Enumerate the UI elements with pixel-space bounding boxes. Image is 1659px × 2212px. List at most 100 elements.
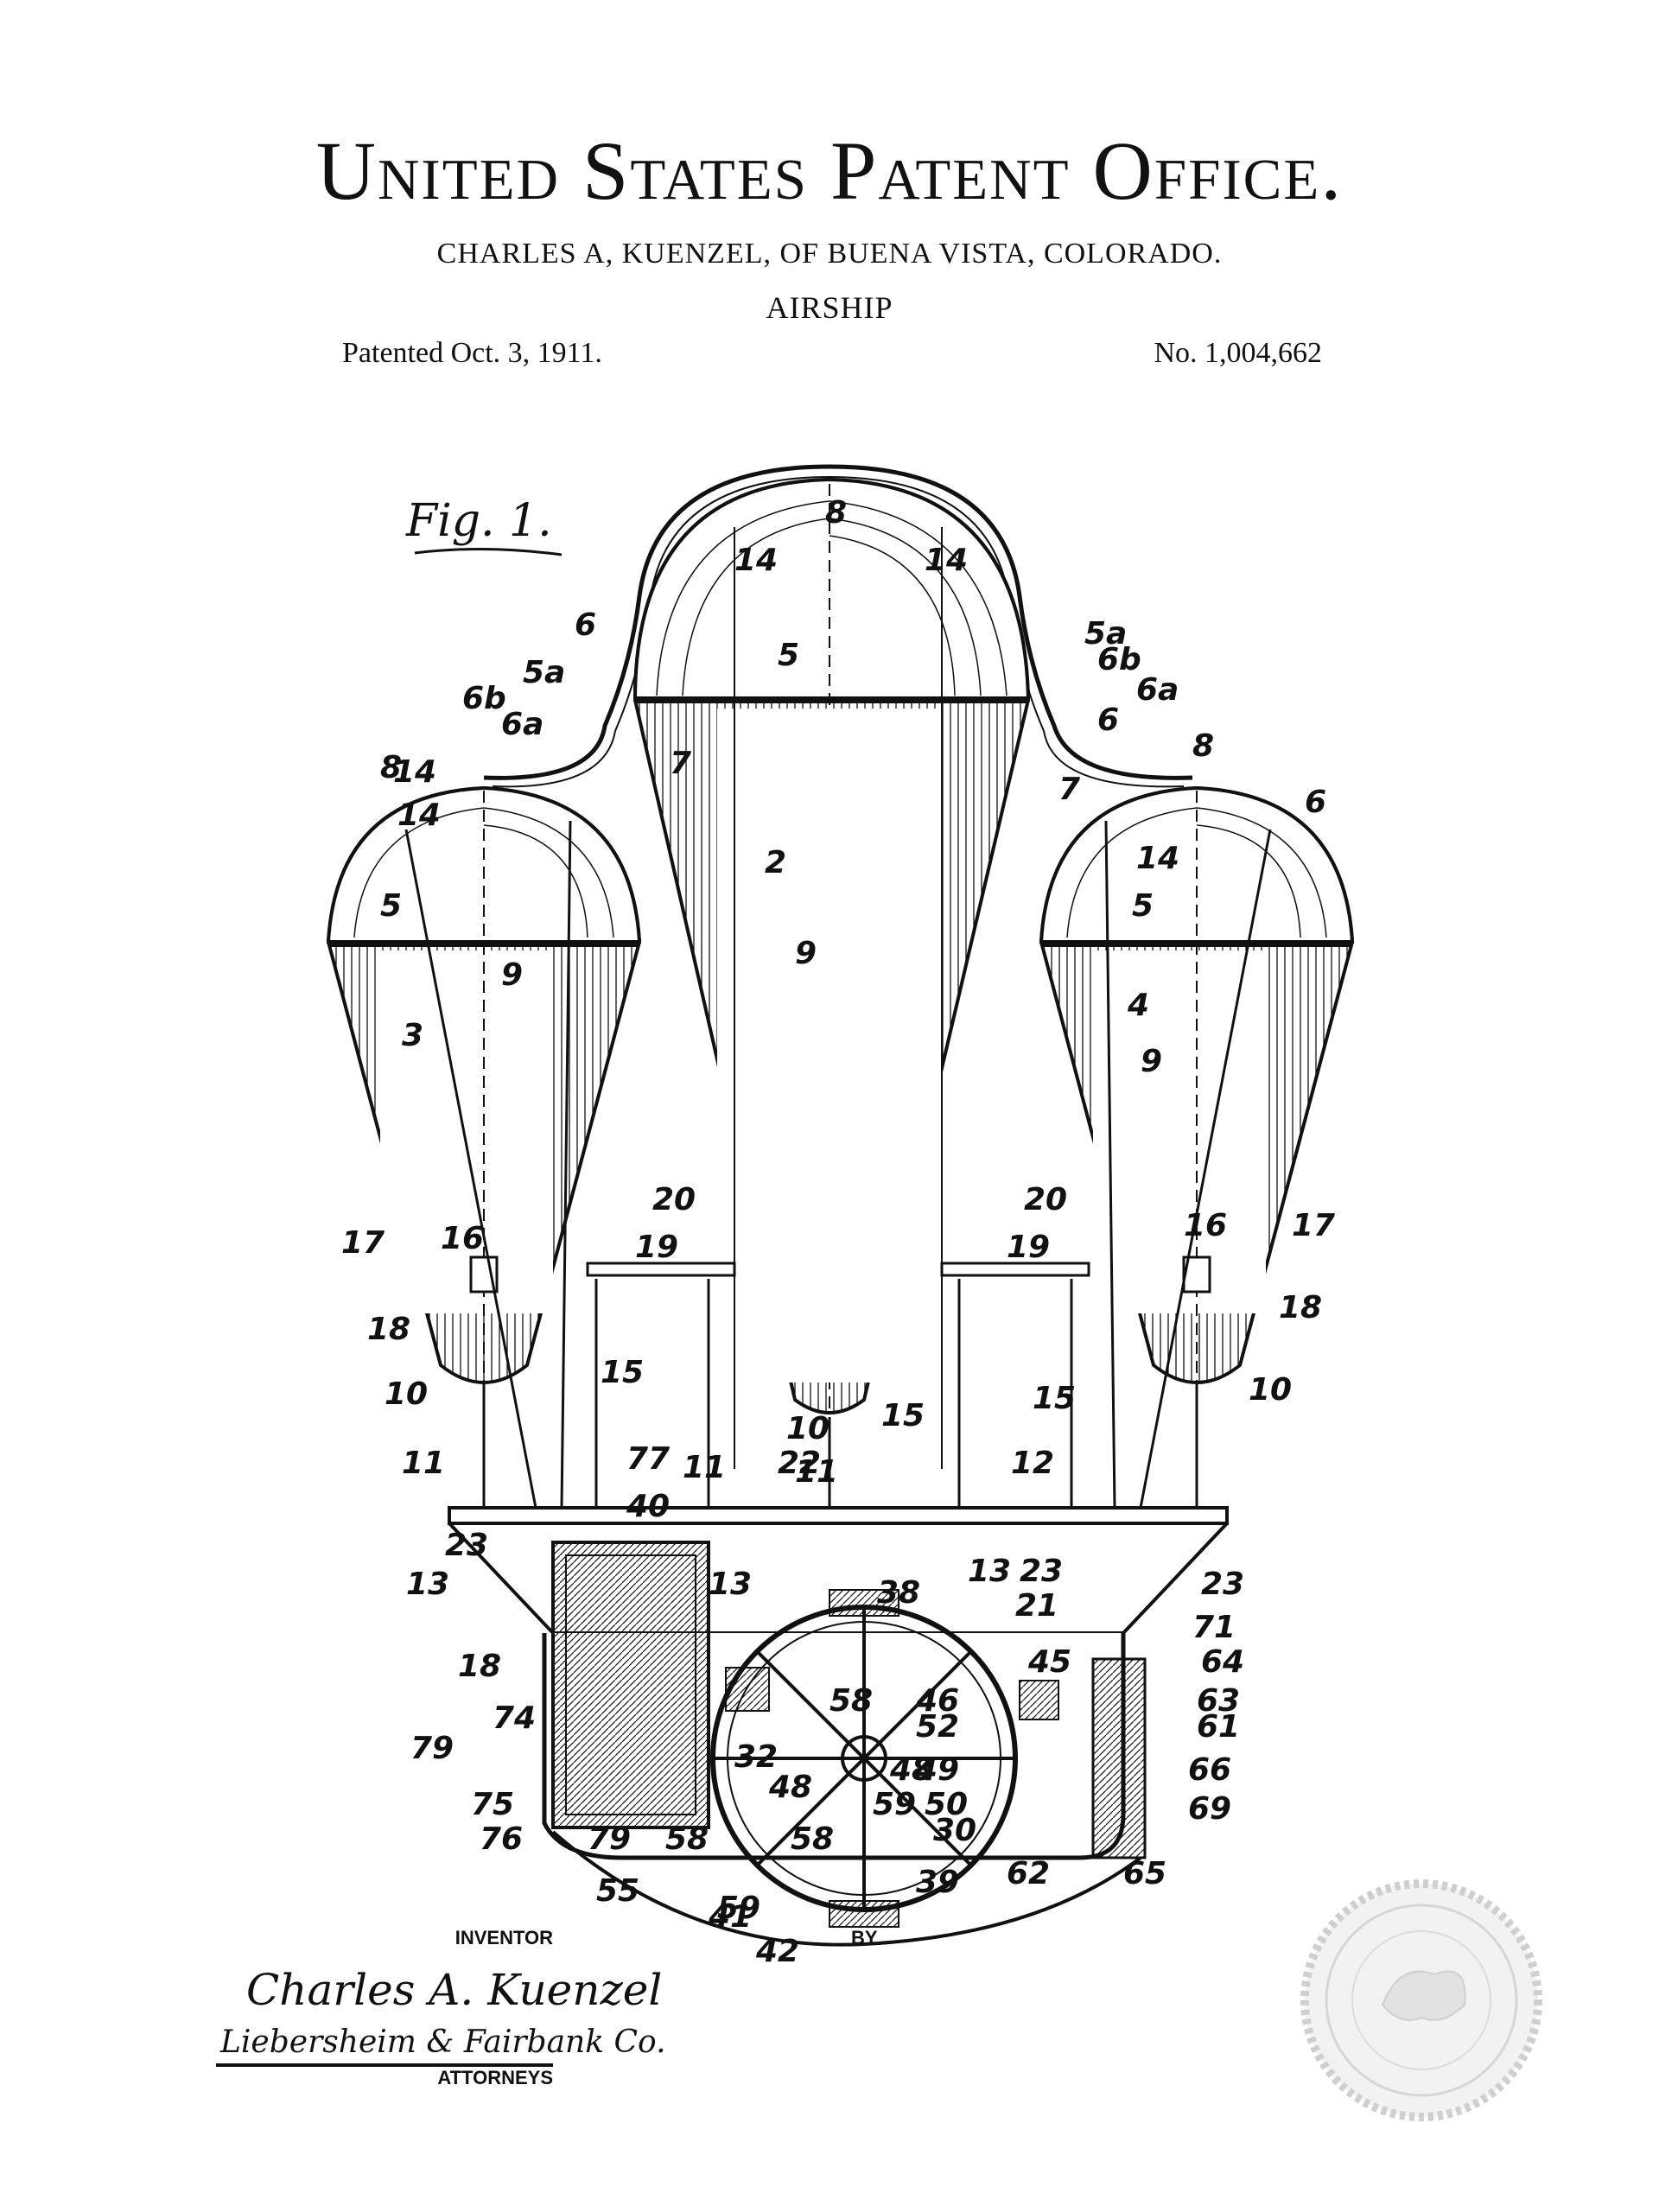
reference-numeral: 23	[1020, 1554, 1063, 1589]
attorneys-label: ATTORNEYS	[437, 2067, 553, 2088]
reference-numeral: 63	[1197, 1683, 1240, 1719]
reference-numeral: 17	[341, 1225, 385, 1261]
reference-numeral: 6b	[1097, 642, 1141, 677]
reference-numeral: 10	[385, 1376, 428, 1412]
reference-numeral: 14	[393, 754, 436, 790]
reference-numeral: 18	[367, 1312, 410, 1347]
reference-numeral: 50	[925, 1787, 968, 1822]
reference-numeral: 19	[635, 1230, 678, 1265]
reference-numeral: 14	[1136, 841, 1179, 876]
reference-numeral: 7	[1058, 772, 1080, 807]
reference-numeral: 8	[1192, 728, 1214, 764]
reference-numeral: 5a	[1084, 616, 1127, 652]
reference-numeral: 52	[916, 1709, 959, 1745]
reference-numeral: 2	[765, 845, 786, 880]
reference-numeral: 9	[795, 936, 817, 971]
reference-numeral: 58	[791, 1821, 834, 1857]
reference-numeral: 39	[916, 1865, 959, 1900]
reference-numeral: 4	[1127, 988, 1149, 1023]
reference-numeral: 40	[626, 1489, 670, 1524]
reference-numeral: 5	[1132, 888, 1154, 924]
reference-numeral: 8	[380, 750, 402, 785]
reference-numeral: 58	[665, 1821, 709, 1857]
reference-numeral: 46	[915, 1683, 959, 1719]
reference-numeral: 11	[402, 1446, 445, 1481]
reference-numeral: 49	[915, 1752, 959, 1788]
reference-numeral: 41	[708, 1899, 752, 1935]
reference-numeral: 5	[778, 638, 799, 673]
reference-numeral: 9	[1141, 1044, 1162, 1079]
reference-numeral: 79	[588, 1821, 631, 1857]
reference-numeral: 11	[795, 1454, 838, 1490]
patent-office-title: United States Patent Office.	[315, 124, 1344, 217]
reference-numeral: 42	[755, 1934, 799, 1969]
reference-numeral: 7	[670, 746, 691, 781]
reference-numeral: 16	[441, 1221, 484, 1256]
reference-numeral: 6b	[462, 681, 506, 716]
reference-numeral: 20	[1024, 1182, 1067, 1217]
reference-numeral: 10	[786, 1411, 830, 1446]
reference-numeral: 48	[889, 1752, 933, 1788]
reference-numeral: 9	[501, 957, 523, 993]
reference-numeral: 23	[445, 1528, 488, 1563]
reference-numeral: 6	[1305, 785, 1326, 820]
reference-numeral: 77	[626, 1441, 670, 1477]
reference-numeral: 10	[1249, 1372, 1292, 1408]
embossed-eagle-seal-icon	[1300, 1879, 1542, 2121]
suspension-rope	[483, 464, 1193, 780]
reference-numeral: 59	[873, 1787, 916, 1822]
reference-numeral: 13	[406, 1567, 449, 1602]
reference-numeral: 14	[397, 798, 441, 833]
reference-numeral: 6a	[501, 707, 543, 742]
patent-subject: AIRSHIP	[766, 290, 893, 325]
reference-numeral: 6	[1097, 702, 1119, 738]
reference-numeral: 75	[471, 1787, 514, 1822]
reference-numeral: 32	[734, 1739, 778, 1775]
reference-numeral: 14	[925, 543, 968, 578]
reference-numeral: 22	[778, 1446, 821, 1481]
suspension-lines	[404, 820, 1272, 1509]
reference-numeral: 17	[1292, 1208, 1335, 1243]
reference-numeral: 79	[410, 1731, 454, 1766]
reference-numeral: 5a	[523, 655, 565, 690]
reference-numeral: 18	[1279, 1290, 1322, 1325]
reference-numeral: 8	[825, 495, 847, 531]
lower-frame	[551, 1830, 1142, 1947]
reference-numeral: 19	[1007, 1230, 1050, 1265]
reference-numeral: 15	[881, 1398, 925, 1433]
patent-number: No. 1,004,662	[1154, 337, 1322, 369]
figure-label: Fig. 1.	[405, 495, 552, 547]
paddle-wheel	[710, 1589, 1018, 1928]
spreader-bars	[586, 1262, 1090, 1277]
reference-numeral: 6	[575, 607, 596, 643]
reference-numeral: 6a	[1136, 672, 1179, 708]
reference-numeral: 12	[1011, 1446, 1054, 1481]
reference-numeral: 71	[1192, 1610, 1236, 1645]
by-label: BY	[851, 1927, 878, 1948]
inventor-label: INVENTOR	[455, 1927, 553, 1948]
reference-numeral: 23	[1201, 1567, 1244, 1602]
reference-numeral: 59	[717, 1891, 760, 1926]
reference-numeral: 62	[1007, 1856, 1050, 1891]
reference-numeral: 55	[596, 1873, 639, 1909]
reference-numeral: 65	[1123, 1856, 1166, 1891]
reference-numeral: 45	[1027, 1644, 1071, 1680]
attorneys-signature: Liebersheim & Fairbank Co.	[219, 2024, 666, 2060]
reference-numeral: 18	[458, 1649, 501, 1684]
reference-numeral: 16	[1184, 1208, 1227, 1243]
reference-numeral: 48	[768, 1770, 812, 1805]
left-balloon	[326, 785, 642, 1384]
reference-numeral: 13	[709, 1567, 752, 1602]
patented-date: Patented Oct. 3, 1911.	[342, 337, 602, 369]
reference-numeral: 14	[734, 543, 778, 578]
reference-numeral: 66	[1188, 1752, 1231, 1788]
inventor-signature: Charles A. Kuenzel	[246, 1965, 662, 2015]
suspension-rope-inner	[492, 475, 1185, 788]
right-balloon	[1039, 785, 1355, 1384]
reference-numeral: 64	[1201, 1644, 1244, 1680]
reference-numeral: 3	[402, 1018, 423, 1053]
inventor-line: CHARLES A, KUENZEL, OF BUENA VISTA, COLO…	[436, 238, 1223, 270]
